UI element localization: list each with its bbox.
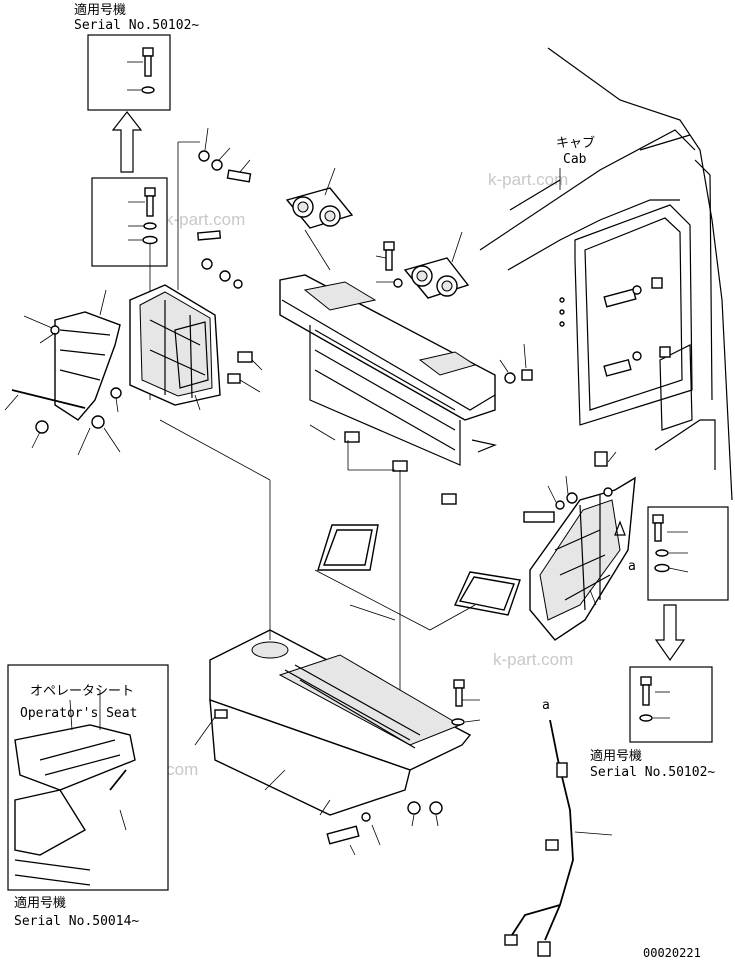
serial-top-label: Serial No.50102~ — [74, 18, 199, 33]
serial-right-jp-label: 適用号機 — [590, 748, 642, 764]
speaker-right — [403, 231, 470, 299]
gasket-right — [453, 571, 521, 616]
wire-harness: a — [504, 698, 613, 957]
left-bracket — [129, 284, 221, 406]
right-bracket: a — [523, 451, 636, 641]
gasket-left — [317, 524, 379, 571]
washer-icon — [141, 86, 155, 94]
inset-box-right — [647, 506, 729, 601]
drawing-number: 00020221 — [643, 946, 701, 960]
up-arrow-icon — [111, 111, 143, 173]
ref-a-top: a — [628, 559, 636, 574]
serial-bottom-jp-label: 適用号機 — [14, 895, 66, 911]
bolt-icon — [142, 47, 154, 77]
watermark: k-part.com — [488, 170, 568, 189]
watermark: k-part.com — [493, 650, 573, 669]
serial-right-label: Serial No.50102~ — [590, 765, 715, 780]
lower-tray-fasteners — [319, 679, 481, 856]
serial-top-jp-label: 適用号機 — [74, 2, 126, 18]
serial-inset-top: 適用号機 Serial No.50102~ — [74, 2, 199, 111]
serial-bottom-label: Serial No.50014~ — [14, 914, 139, 929]
cab-label: Cab — [563, 152, 587, 167]
operator-seat-inset: オペレータシート Operator's Seat 適用号機 Serial No.… — [7, 664, 169, 929]
upper-panel-fasteners — [375, 241, 533, 384]
down-arrow-icon — [654, 604, 686, 662]
lower-tray — [159, 419, 472, 816]
watermark: k-part.com — [165, 210, 245, 229]
inset-box-bolt — [87, 34, 171, 111]
inset-box-left — [91, 177, 168, 400]
speaker-left — [285, 167, 354, 271]
serial-inset-right: 適用号機 Serial No.50102~ — [590, 666, 715, 780]
upper-rear-panel — [279, 274, 496, 505]
operator-seat-jp-label: オペレータシート — [30, 684, 134, 699]
left-bracket-fasteners — [177, 127, 263, 411]
left-side-panel — [4, 289, 122, 456]
cab-outline: キャブ Cab — [479, 47, 733, 501]
cab-jp-label: キャブ — [556, 135, 595, 151]
ref-a-bottom: a — [542, 698, 550, 713]
operator-seat-label: Operator's Seat — [20, 706, 137, 721]
